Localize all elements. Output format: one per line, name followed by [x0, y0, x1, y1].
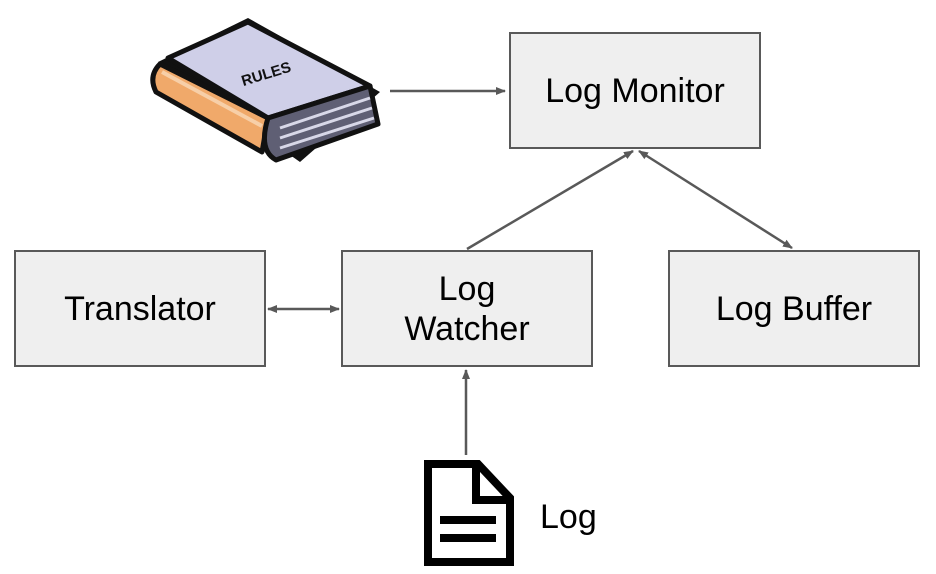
translator-label: Translator	[64, 289, 216, 328]
translator-node: Translator	[14, 250, 266, 367]
arrow-watcher-to-monitor	[466, 149, 634, 251]
log-document-label: Log	[540, 498, 597, 536]
log-watcher-node: Log Watcher	[341, 250, 593, 367]
document-icon	[424, 460, 514, 566]
log-monitor-node: Log Monitor	[509, 32, 761, 149]
log-watcher-label: Log Watcher	[404, 269, 530, 348]
log-buffer-node: Log Buffer	[668, 250, 920, 367]
rules-book-icon: RULES	[150, 18, 381, 163]
log-monitor-label: Log Monitor	[545, 71, 725, 110]
log-buffer-label: Log Buffer	[715, 289, 873, 328]
arrow-monitor-buffer	[638, 149, 793, 250]
